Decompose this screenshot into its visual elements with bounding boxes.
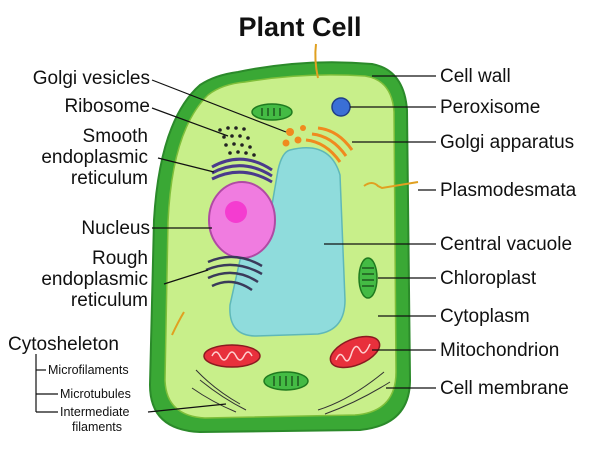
peroxisome (331, 97, 351, 117)
label-chloroplast: Chloroplast (440, 268, 537, 289)
mitochondrion-right (329, 335, 381, 369)
label-cell-membrane: Cell membrane (440, 378, 569, 399)
label-cell-wall: Cell wall (440, 66, 511, 87)
label-rough-er-2: endoplasmic (41, 269, 148, 290)
label-ribosome: Ribosome (64, 96, 150, 117)
label-peroxisome: Peroxisome (440, 97, 540, 118)
label-mitochondrion: Mitochondrion (440, 340, 559, 361)
label-rough-er-3: reticulum (71, 290, 148, 311)
leader-lines-left (35, 79, 287, 413)
mitochondrion-left (203, 344, 261, 368)
smooth-er (211, 157, 273, 184)
label-central-vacuole: Central vacuole (440, 234, 572, 255)
label-smooth-er-2: endoplasmic (41, 147, 148, 168)
rough-er (205, 255, 263, 292)
plasmodesmata (171, 43, 419, 336)
golgi-vesicles (282, 125, 306, 147)
diagram-title: Plant Cell (238, 12, 361, 42)
label-microfilaments: Microfilaments (48, 363, 129, 377)
label-golgi-vesicles: Golgi vesicles (33, 68, 150, 89)
cytoskeleton-fibers (191, 369, 391, 415)
chloroplast-top (251, 103, 293, 121)
nucleolus (225, 201, 247, 223)
label-plasmodesmata: Plasmodesmata (440, 180, 577, 201)
label-intermediate-2: filaments (72, 420, 122, 434)
label-rough-er-1: Rough (92, 248, 148, 269)
label-nucleus: Nucleus (81, 218, 150, 239)
label-golgi-apparatus: Golgi apparatus (440, 132, 574, 153)
ribosomes (218, 126, 256, 157)
label-intermediate-1: Intermediate (60, 405, 130, 419)
label-smooth-er-1: Smooth (83, 126, 148, 147)
label-smooth-er-3: reticulum (71, 168, 148, 189)
golgi-apparatus (305, 126, 354, 163)
central-vacuole (229, 147, 346, 337)
leader-lines-right (324, 75, 436, 389)
chloroplast-bottom (263, 371, 309, 391)
label-cytoskeleton: Cytosheleton (8, 334, 119, 355)
chloroplast-right (358, 257, 378, 299)
label-microtubules: Microtubules (60, 387, 131, 401)
label-cytoplasm: Cytoplasm (440, 306, 530, 327)
